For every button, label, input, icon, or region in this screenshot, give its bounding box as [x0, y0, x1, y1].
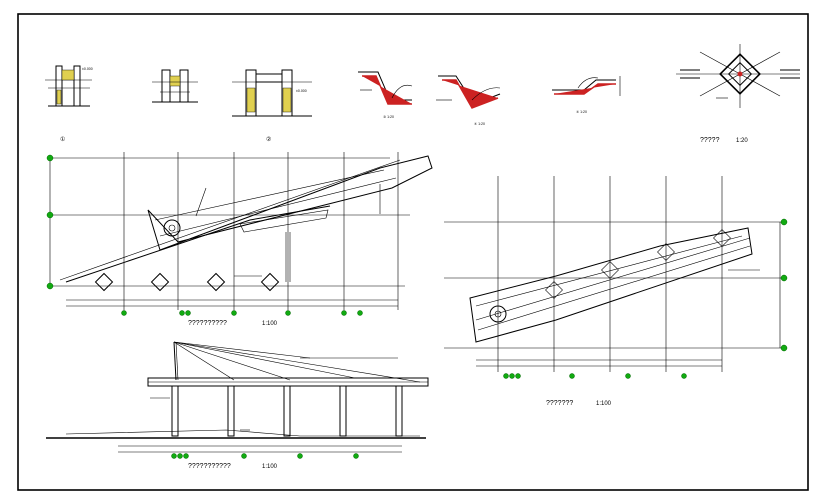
- detail-marker-3: ③ 1:20: [383, 115, 394, 119]
- wall-section-detail-2: [152, 69, 198, 103]
- slope-profile-detail-4: [436, 75, 501, 109]
- detail-marker-1: ①: [60, 136, 65, 143]
- elevation-title: ???????????: [188, 463, 231, 470]
- svg-text:±0.000: ±0.000: [82, 67, 93, 71]
- right-plan-axis-bubbles: [503, 218, 788, 379]
- left-plan-drawing: [49, 152, 433, 310]
- wall-section-detail-3: ±0.000: [232, 69, 312, 117]
- detail-marker-2: ②: [266, 136, 271, 143]
- left-plan-axis-bubbles: [46, 154, 363, 316]
- node-detail-scale: 1:20: [736, 138, 748, 144]
- detail-marker-4: ④ 1:20: [474, 122, 485, 126]
- detail-marker-5: ⑤ 1:20: [576, 110, 587, 114]
- node-joint-detail: [676, 44, 800, 108]
- left-plan-title: ??????????: [188, 320, 227, 327]
- sheet-border: [17, 13, 809, 491]
- svg-text:±0.000: ±0.000: [296, 89, 307, 93]
- right-plan-scale: 1:100: [596, 401, 612, 407]
- elevation-drawing: [46, 341, 429, 453]
- slope-profile-detail-5: [552, 76, 621, 96]
- elevation-axis-bubbles: [171, 453, 359, 459]
- wall-section-detail-1: ±0.000: [45, 65, 93, 107]
- slope-profile-detail-3: [358, 71, 413, 105]
- left-plan-scale: 1:100: [262, 321, 278, 327]
- right-plan-title: ???????: [546, 400, 573, 407]
- node-detail-title: ?????: [700, 137, 720, 144]
- right-plan-drawing: [444, 176, 784, 372]
- elevation-scale: 1:100: [262, 464, 278, 470]
